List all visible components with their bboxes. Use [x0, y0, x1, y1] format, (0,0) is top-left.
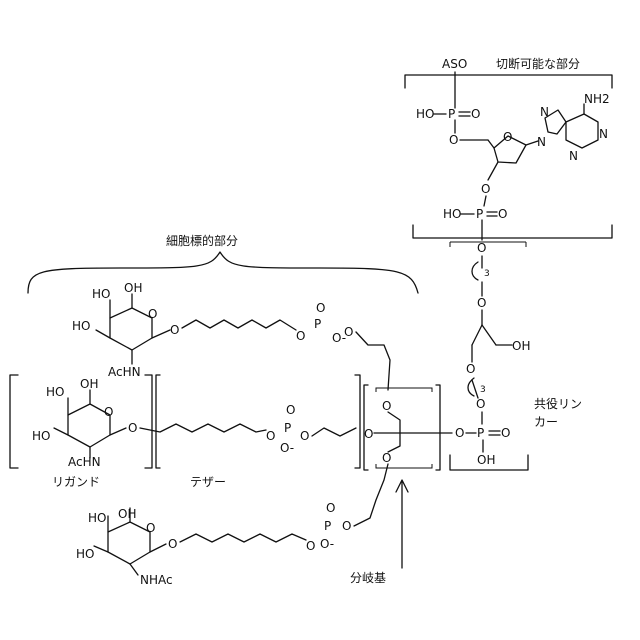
atom-o-g1p2: O [316, 301, 325, 315]
atom-n-7: N [540, 105, 549, 119]
atom-o-g3p: O [306, 539, 315, 553]
atom-oh-g1b: OH [124, 281, 142, 295]
ligand-bracket-right [145, 375, 152, 468]
atom-oh-1: OH [512, 339, 530, 353]
atom-aso: ASO [442, 57, 467, 71]
atom-o-b1: O [382, 399, 391, 413]
atom-achn-g2: AcHN [68, 455, 101, 469]
atom-o-g3: O [168, 537, 177, 551]
atom-oh-2: OH [477, 453, 495, 467]
conjugate-linker-label-2: カー [534, 415, 558, 429]
atom-o-5: O [477, 296, 486, 310]
tether-bracket-left [156, 375, 160, 468]
cell-targeting-label: 細胞標的部分 [166, 233, 238, 248]
atom-p-g3: P [324, 519, 331, 533]
atom-o-t1: O [266, 429, 275, 443]
cleavable-part-label: 切断可能な部分 [496, 56, 580, 71]
atom-o-g2: O [128, 421, 137, 435]
atom-o-b3: O [382, 451, 391, 465]
galnac-ligand: HO OH HO O AcHN O [32, 377, 137, 469]
atom-o-3: O [498, 207, 507, 221]
atom-ho-1: HO [416, 107, 434, 121]
atom-ho-g2a: HO [46, 385, 64, 399]
atom-o-g1r: O [148, 307, 157, 321]
atom-o-6: O [466, 362, 475, 376]
atom-o-b2: O [364, 427, 373, 441]
atom-o-1: O [471, 107, 480, 121]
atom-p-2: P [476, 207, 483, 221]
atom-p-3: P [477, 426, 484, 440]
atom-o-3p: O [481, 182, 490, 196]
sub-3-a: 3 [484, 269, 490, 279]
atom-nh2: NH2 [584, 92, 610, 106]
atom-ho-g2c: HO [32, 429, 50, 443]
atom-p-g1: P [314, 317, 321, 331]
atom-nhac-g3: NHAc [140, 573, 173, 587]
atom-p-t: P [284, 421, 291, 435]
atom-o-g1p3: O [344, 325, 353, 339]
atom-n-9: N [537, 135, 546, 149]
sub-3-b: 3 [480, 385, 486, 395]
atom-o-g3p3: O [342, 519, 351, 533]
atom-o-g2r: O [104, 405, 113, 419]
atom-o-4: O [477, 241, 486, 255]
galnac-bottom: HO OH HO O NHAc O O P O O- O [76, 464, 388, 587]
ligand-bracket-left [10, 375, 18, 468]
atom-ho-g1c: HO [72, 319, 90, 333]
atom-ominus-t: O- [280, 441, 294, 455]
atom-n-1: N [599, 127, 608, 141]
branching-group-label: 分岐基 [350, 571, 386, 585]
atom-o-t3: O [300, 429, 309, 443]
atom-o-g1p: O [296, 329, 305, 343]
ligand-label: リガンド [52, 475, 100, 489]
atom-oh-g3b: OH [118, 507, 136, 521]
atom-achn-g1: AcHN [108, 365, 141, 379]
atom-o-8: O [501, 426, 510, 440]
cell-targeting-brace [28, 252, 418, 293]
tether-bracket-right [355, 375, 360, 468]
atom-ominus-g3: O- [320, 537, 334, 551]
atom-o-g1: O [170, 323, 179, 337]
atom-oh-g2b: OH [80, 377, 98, 391]
cleavable-part-bracket [405, 75, 612, 88]
atom-o-g3r: O [146, 521, 155, 535]
galnac-top: HO OH HO O AcHN O O P O O- O [72, 281, 390, 390]
atom-o-7: O [476, 397, 485, 411]
atom-ho-g3a: HO [88, 511, 106, 525]
atom-o-t2: O [286, 403, 295, 417]
branch-bracket-right [436, 385, 440, 470]
atom-o-g3p2: O [326, 501, 335, 515]
conjugate-linker-label-1: 共役リン [534, 396, 582, 411]
atom-ho-g1a: HO [92, 287, 110, 301]
atom-o-2: O [449, 133, 458, 147]
atom-o-9: O [455, 426, 464, 440]
atom-ho-g3c: HO [76, 547, 94, 561]
atom-n-3: N [569, 149, 578, 163]
tether-label: テザー [190, 475, 226, 489]
atom-o-ring: O [503, 130, 512, 144]
atom-p-1: P [448, 107, 455, 121]
atom-ho-2: HO [443, 207, 461, 221]
